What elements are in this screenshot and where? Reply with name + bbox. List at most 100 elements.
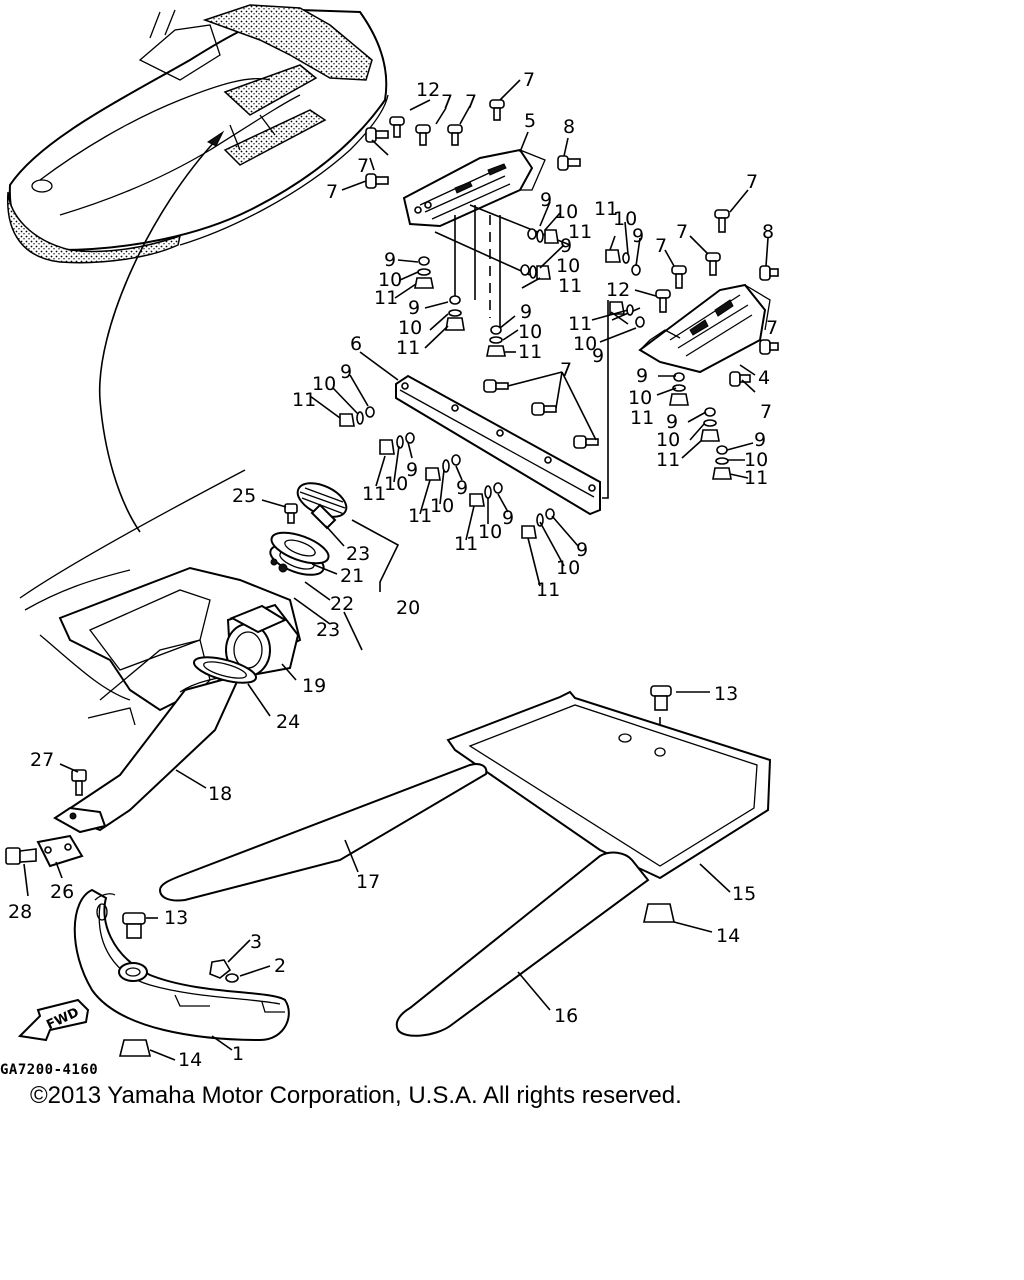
callout-10: 10 <box>556 255 580 277</box>
callout-14: 14 <box>716 925 740 947</box>
callout-7: 7 <box>326 181 338 203</box>
callout-13: 13 <box>714 683 738 705</box>
callout-7: 7 <box>760 401 772 423</box>
callout-11: 11 <box>630 407 654 429</box>
callout-9: 9 <box>502 507 514 529</box>
callout-17: 17 <box>356 871 380 893</box>
callout-18: 18 <box>208 783 232 805</box>
callout-11: 11 <box>594 198 618 220</box>
callout-23: 23 <box>316 619 340 641</box>
part-27-bolt <box>71 769 87 796</box>
part-15-panel <box>446 690 772 880</box>
callout-15: 15 <box>732 883 756 905</box>
callout-11: 11 <box>656 449 680 471</box>
callout-10: 10 <box>613 208 637 230</box>
parts-exploded-diagram: FWD <box>5 4 779 1071</box>
pointer-arrowhead <box>207 130 225 147</box>
part-1-bumper <box>73 888 290 1042</box>
callout-11: 11 <box>454 533 478 555</box>
callout-10: 10 <box>518 321 542 343</box>
callout-7: 7 <box>523 69 535 91</box>
part-13-bolt-upper <box>650 685 672 711</box>
callout-9: 9 <box>636 365 648 387</box>
callout-11: 11 <box>396 337 420 359</box>
callout-9: 9 <box>560 235 572 257</box>
callout-10: 10 <box>656 429 680 451</box>
callout-10: 10 <box>430 495 454 517</box>
callout-26: 26 <box>50 881 74 903</box>
callout-10: 10 <box>378 269 402 291</box>
part-22-gasket <box>270 531 330 565</box>
part-4-step <box>638 283 771 374</box>
callout-11: 11 <box>374 287 398 309</box>
callout-27: 27 <box>30 749 54 771</box>
fwd-arrow: FWD <box>17 998 90 1042</box>
part-2-washer <box>225 973 239 983</box>
part-26-bracket <box>36 834 84 868</box>
callout-12: 12 <box>606 279 630 301</box>
callout-20: 20 <box>396 597 420 619</box>
callout-9: 9 <box>456 477 468 499</box>
callout-21: 21 <box>340 565 364 587</box>
part-17-mat <box>158 763 488 902</box>
callout-10: 10 <box>384 473 408 495</box>
callout-1: 1 <box>232 1043 244 1065</box>
callout-11: 11 <box>744 467 768 489</box>
bolts-7-8-12 <box>365 99 779 449</box>
part-5-step <box>402 148 546 228</box>
callout-9: 9 <box>632 225 644 247</box>
callout-7: 7 <box>676 221 688 243</box>
callout-11: 11 <box>568 313 592 335</box>
part-6-rail <box>395 374 601 516</box>
callout-9: 9 <box>540 189 552 211</box>
callout-12: 12 <box>416 79 440 101</box>
callout-7: 7 <box>655 235 667 257</box>
callout-8: 8 <box>563 116 575 138</box>
callout-24: 24 <box>276 711 300 733</box>
leader-lines <box>23 79 769 1061</box>
callout-11: 11 <box>292 389 316 411</box>
callout-23: 23 <box>346 543 370 565</box>
part-18-duct <box>53 673 242 834</box>
part-14-nut-lower <box>118 1039 152 1057</box>
part-25-screw <box>284 503 298 524</box>
part-24-gasket <box>192 656 258 684</box>
callout-9: 9 <box>592 345 604 367</box>
callout-7: 7 <box>441 91 453 113</box>
part-14-nut-upper <box>643 903 675 923</box>
callout-9: 9 <box>340 361 352 383</box>
callout-11: 11 <box>568 221 592 243</box>
callout-10: 10 <box>573 333 597 355</box>
hull-deck-outline <box>19 469 302 726</box>
callout-2: 2 <box>274 955 286 977</box>
callout-9: 9 <box>408 297 420 319</box>
callout-6: 6 <box>350 333 362 355</box>
callout-9: 9 <box>520 301 532 323</box>
callout-10: 10 <box>554 201 578 223</box>
callout-10: 10 <box>628 387 652 409</box>
part-16-mat <box>395 851 650 1037</box>
group-20-bracket <box>343 519 400 651</box>
callout-4: 4 <box>758 367 770 389</box>
washers-and-nuts <box>339 228 732 539</box>
callout-9: 9 <box>754 429 766 451</box>
callout-11: 11 <box>536 579 560 601</box>
callout-7: 7 <box>560 359 572 381</box>
diagram-code: GA7200-4160 <box>0 1062 99 1078</box>
callout-9: 9 <box>576 539 588 561</box>
part-13-bolt-lower <box>122 912 146 939</box>
callout-11: 11 <box>558 275 582 297</box>
part-3-nut <box>209 959 232 979</box>
callout-9: 9 <box>384 249 396 271</box>
callout-14: 14 <box>178 1049 202 1071</box>
part-23-cap-upper <box>296 482 348 530</box>
callout-7: 7 <box>357 155 369 177</box>
callout-9: 9 <box>406 459 418 481</box>
callout-9: 9 <box>666 411 678 433</box>
copyright-notice: ©2013 Yamaha Motor Corporation, U.S.A. A… <box>30 1082 682 1109</box>
watercraft-overview <box>6 4 389 264</box>
callout-8: 8 <box>762 221 774 243</box>
callout-labels: 12 7 7 7 5 8 7 7 9 10 11 9 10 11 9 10 11… <box>8 69 778 1071</box>
callout-25: 25 <box>232 485 256 507</box>
callout-10: 10 <box>398 317 422 339</box>
